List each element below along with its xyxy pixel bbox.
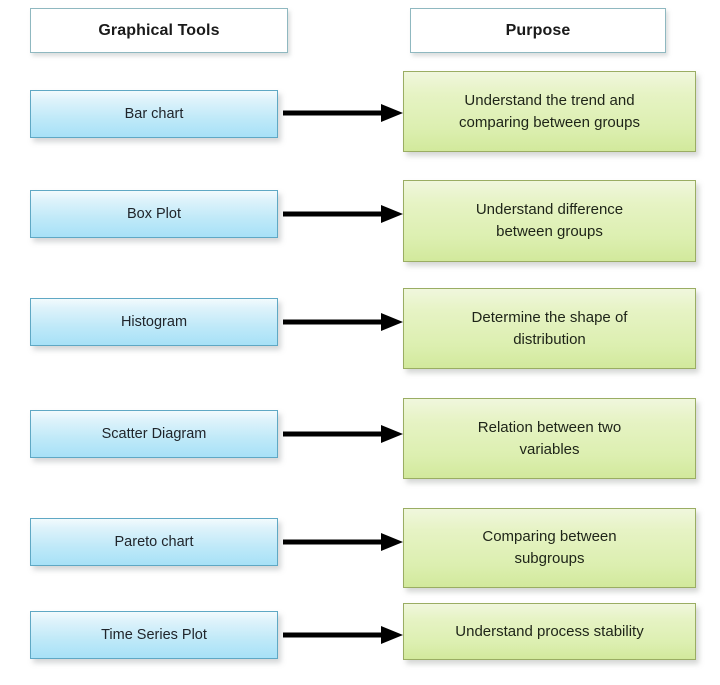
header-purpose: Purpose — [410, 8, 666, 53]
arrow-right-icon-row-5 — [283, 531, 405, 553]
purpose-box-pareto-chart[interactable]: Comparing between subgroups — [403, 508, 696, 588]
purpose-box-time-series-plot[interactable]: Understand process stability — [403, 603, 696, 660]
purpose-box-bar-chart[interactable]: Understand the trend and comparing betwe… — [403, 71, 696, 152]
purpose-line-1: Understand difference — [475, 201, 624, 219]
purpose-line-1: Comparing between — [482, 528, 617, 546]
purpose-text-histogram: Determine the shape of distribution — [472, 307, 628, 351]
purpose-text-bar-chart: Understand the trend and comparing betwe… — [459, 90, 640, 134]
purpose-line-1: Understand the trend and — [464, 91, 635, 109]
purpose-line-1: Determine the shape of — [471, 308, 628, 326]
purpose-text-pareto-chart: Comparing between subgroups — [482, 526, 616, 570]
purpose-line-2: between groups — [496, 223, 603, 240]
header-graphical-tools: Graphical Tools — [30, 8, 288, 53]
tool-box-bar-chart[interactable]: Bar chart — [30, 90, 278, 138]
arrow-right-icon-row-6 — [283, 624, 405, 646]
purpose-box-histogram[interactable]: Determine the shape of distribution — [403, 288, 696, 369]
tool-box-histogram[interactable]: Histogram — [30, 298, 278, 346]
purpose-text-scatter-diagram: Relation between two variables — [478, 417, 621, 461]
tool-box-scatter-diagram[interactable]: Scatter Diagram — [30, 410, 278, 458]
arrow-right-icon-row-2 — [283, 203, 405, 225]
purpose-line-1: Relation between two — [477, 418, 622, 436]
purpose-line-2: subgroups — [514, 550, 585, 567]
purpose-text-box-plot: Understand difference between groups — [476, 199, 623, 243]
purpose-box-box-plot[interactable]: Understand difference between groups — [403, 180, 696, 262]
arrow-right-icon-row-4 — [283, 423, 405, 445]
arrow-right-icon-row-1 — [283, 102, 405, 124]
purpose-text-time-series-plot: Understand process stability — [455, 622, 644, 640]
purpose-box-scatter-diagram[interactable]: Relation between two variables — [403, 398, 696, 479]
purpose-line-2: variables — [519, 440, 580, 458]
tool-box-time-series-plot[interactable]: Time Series Plot — [30, 611, 278, 659]
purpose-line-2: distribution — [513, 330, 586, 348]
purpose-line-2: comparing between groups — [459, 113, 640, 131]
arrow-right-icon-row-3 — [283, 311, 405, 333]
tool-box-box-plot[interactable]: Box Plot — [30, 190, 278, 238]
tool-box-pareto-chart[interactable]: Pareto chart — [30, 518, 278, 566]
